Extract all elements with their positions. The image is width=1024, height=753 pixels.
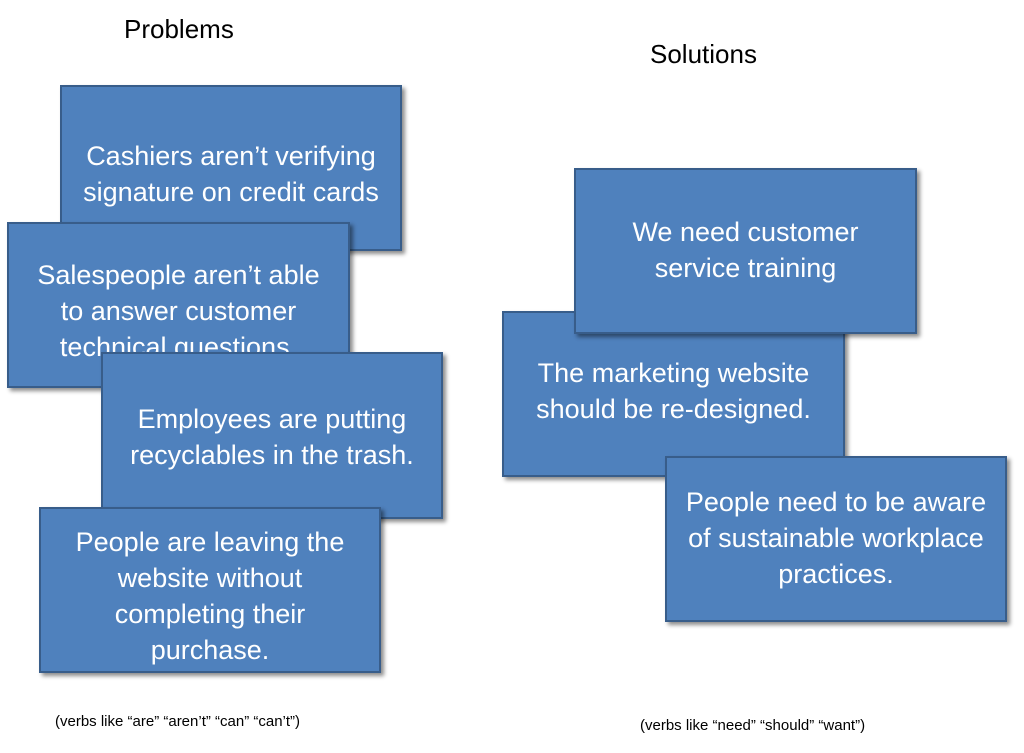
card-line: Employees are putting <box>137 404 407 434</box>
problems-verb-note: (verbs like “are” “aren’t” “can” “can’t”… <box>55 713 301 730</box>
card-line: should be re-designed. <box>536 394 811 424</box>
card-line: of sustainable workplace <box>688 523 984 553</box>
card-line: purchase. <box>150 635 270 665</box>
solution-card-text: People need to be aware of sustainable w… <box>686 484 986 592</box>
card-line: Salespeople aren’t able <box>37 260 320 290</box>
card-line: recyclables in the trash. <box>130 440 414 470</box>
problem-card-text: People are leaving the website without c… <box>76 524 345 668</box>
problems-heading: Problems <box>124 14 234 44</box>
card-line: signature on credit cards <box>83 177 379 207</box>
problem-card-text: Employees are putting recyclables in the… <box>130 401 414 473</box>
card-line: to answer customer <box>60 296 297 326</box>
solution-card-text: We need customer service training <box>632 214 858 286</box>
card-line: People need to be aware <box>685 487 987 517</box>
card-line: We need customer <box>632 217 859 247</box>
card-line: completing their <box>114 599 306 629</box>
problem-card-website: People are leaving the website without c… <box>39 507 381 673</box>
solutions-heading: Solutions <box>650 39 757 69</box>
problem-card-text: Cashiers aren’t verifying signature on c… <box>83 138 379 210</box>
card-line: Cashiers aren’t verifying <box>86 141 376 171</box>
card-line: practices. <box>778 559 894 589</box>
solution-card-sustainability: People need to be aware of sustainable w… <box>665 456 1007 622</box>
solution-card-marketing: The marketing website should be re-desig… <box>502 311 845 477</box>
solution-card-text: The marketing website should be re-desig… <box>536 355 811 427</box>
card-line: website without <box>117 563 303 593</box>
solution-card-training: We need customer service training <box>574 168 917 334</box>
card-line: People are leaving the <box>75 527 345 557</box>
solutions-verb-note: (verbs like “need” “should” “want”) <box>640 717 866 734</box>
problem-card-text: Salespeople aren’t able to answer custom… <box>37 257 319 365</box>
card-line: The marketing website <box>537 358 810 388</box>
problem-card-employees: Employees are putting recyclables in the… <box>101 352 443 519</box>
card-line: service training <box>654 253 837 283</box>
